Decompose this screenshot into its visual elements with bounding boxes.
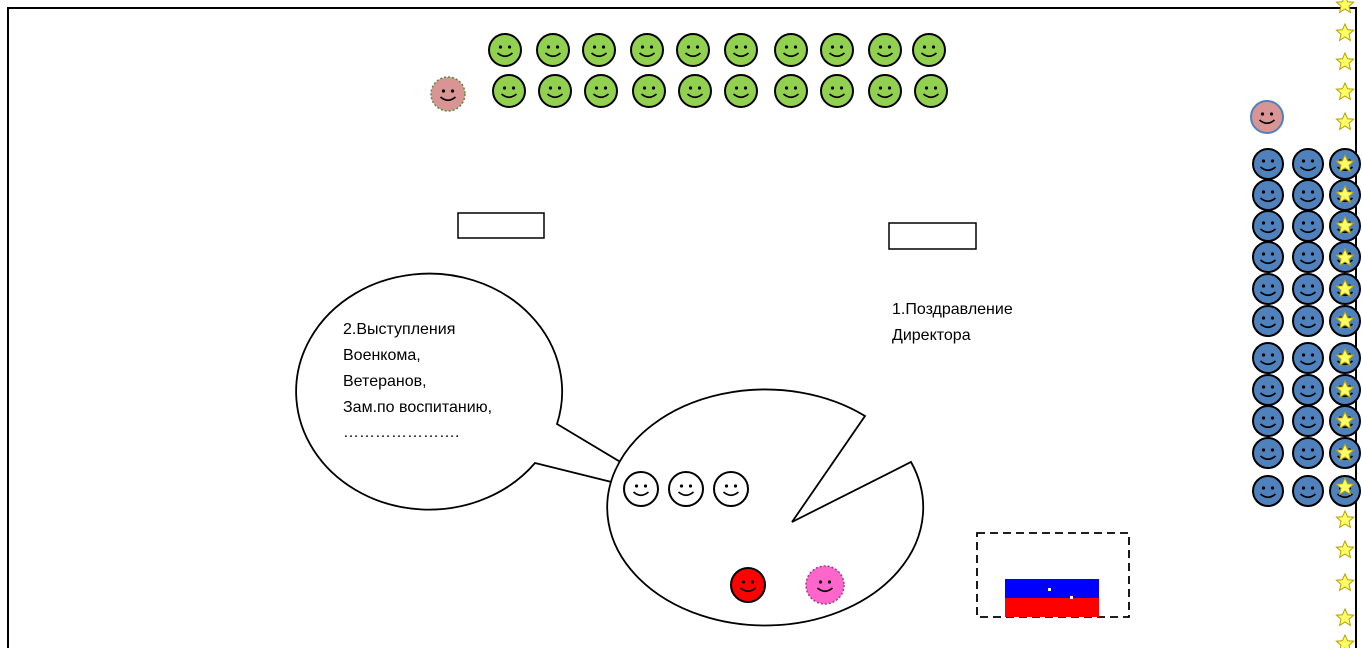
green-smiley-icon <box>868 74 902 108</box>
blue-smiley-icon <box>1292 374 1324 406</box>
speech-bubble-right: 1.Поздравление Директора <box>606 301 1017 627</box>
bubble-left-text: 2.Выступления Военкома, Ветеранов, Зам.п… <box>343 321 497 441</box>
green-smiley-icon <box>774 33 808 67</box>
presenter-smiley-icon <box>805 565 845 605</box>
bubble-left-line: Военкома, <box>343 347 421 364</box>
table-right <box>888 222 977 250</box>
speech-bubble-left: 2.Выступления Военкома, Ветеранов, Зам.п… <box>295 272 685 511</box>
star-icon <box>1335 23 1355 41</box>
table-left <box>457 212 545 239</box>
presenter-smiley-icon <box>730 567 766 603</box>
blue-smiley-icon <box>1292 342 1324 374</box>
star-icon <box>1335 634 1355 648</box>
speaker-smiley-icon <box>623 471 659 507</box>
blue-smiley-icon <box>1252 305 1284 337</box>
green-smiley-icon <box>538 74 572 108</box>
green-smiley-icon <box>582 33 616 67</box>
blue-smiley-icon <box>1252 210 1284 242</box>
bubble-right-text: 1.Поздравление Директора <box>892 301 1017 344</box>
green-smiley-icon <box>724 33 758 67</box>
bubble-left-line: Зам.по воспитанию, <box>343 399 492 416</box>
blue-smiley-icon <box>1252 405 1284 437</box>
bubble-right-line: 1.Поздравление <box>892 301 1013 318</box>
blue-smiley-icon <box>1292 241 1324 273</box>
blue-smiley-icon <box>1292 179 1324 211</box>
blue-smiley-icon <box>1292 273 1324 305</box>
green-smiley-icon <box>868 33 902 67</box>
green-smiley-icon <box>912 33 946 67</box>
blue-smiley-icon <box>1292 475 1324 507</box>
audience-green-rows <box>488 33 948 108</box>
blue-smiley-icon <box>1292 405 1324 437</box>
bubble-left-line: …………………. <box>343 424 459 441</box>
blue-smiley-icon <box>1292 305 1324 337</box>
teacher-smiley-icon <box>430 76 466 112</box>
green-smiley-icon <box>632 74 666 108</box>
star-icon <box>1335 573 1355 591</box>
green-smiley-icon <box>536 33 570 67</box>
star-icon <box>1335 0 1355 13</box>
hall-border <box>7 7 1357 648</box>
green-smiley-icon <box>914 74 948 108</box>
star-icon <box>1335 540 1355 558</box>
star-icon <box>1335 510 1355 528</box>
blue-smiley-icon <box>1252 273 1284 305</box>
star-icon <box>1335 112 1355 130</box>
green-smiley-icon <box>676 33 710 67</box>
blue-smiley-icon <box>1292 210 1324 242</box>
blue-smiley-icon <box>1252 342 1284 374</box>
green-smiley-icon <box>724 74 758 108</box>
blue-smiley-icon <box>1292 437 1324 469</box>
individual-figures <box>430 76 1284 605</box>
green-smiley-icon <box>820 74 854 108</box>
green-smiley-icon <box>820 33 854 67</box>
green-smiley-icon <box>488 33 522 67</box>
bubble-right-line: Директора <box>892 327 971 344</box>
blue-smiley-icon <box>1252 475 1284 507</box>
bubble-left-line: Ветеранов, <box>343 373 427 390</box>
speaker-smiley-icon <box>713 471 749 507</box>
green-smiley-icon <box>584 74 618 108</box>
green-smiley-icon <box>774 74 808 108</box>
speaker-smiley-icon <box>668 471 704 507</box>
star-icon <box>1335 608 1355 626</box>
bubble-left-line: 2.Выступления <box>343 321 455 338</box>
blue-smiley-icon <box>1252 179 1284 211</box>
blue-smiley-icon <box>1252 148 1284 180</box>
flag-icon <box>1005 579 1099 617</box>
star-icon <box>1335 52 1355 70</box>
teacher-smiley-icon <box>1250 100 1284 134</box>
green-smiley-icon <box>492 74 526 108</box>
blue-smiley-icon <box>1252 437 1284 469</box>
star-icon <box>1335 82 1355 100</box>
blue-smiley-icon <box>1292 148 1324 180</box>
green-smiley-icon <box>630 33 664 67</box>
blue-smiley-icon <box>1252 241 1284 273</box>
green-smiley-icon <box>678 74 712 108</box>
blue-smiley-icon <box>1252 374 1284 406</box>
